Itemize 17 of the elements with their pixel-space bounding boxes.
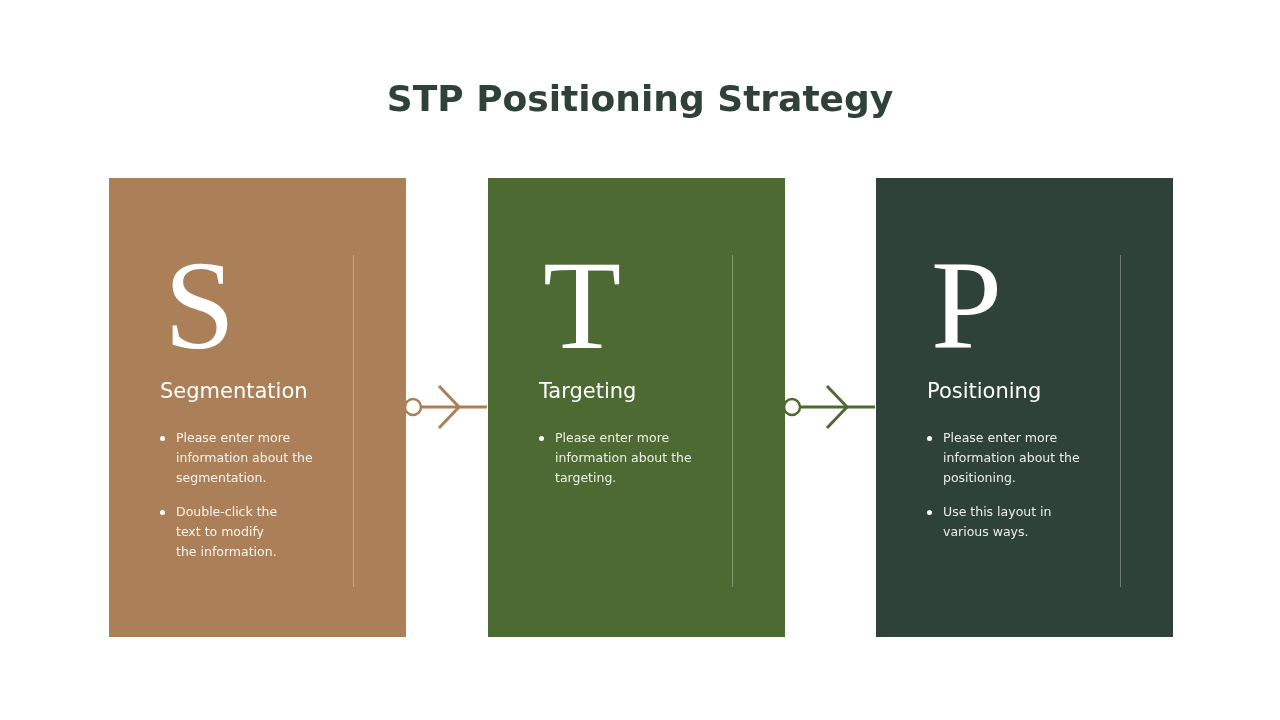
bullet-text: Double-click the text to modify the information. — [176, 503, 279, 561]
stage-heading: Positioning — [927, 378, 1042, 405]
stage-card — [876, 178, 1173, 637]
stage-letter: T — [543, 240, 622, 370]
bullet-text: Please enter more information about the positioning. — [943, 429, 1081, 487]
bullet-text: Use this layout in various ways. — [943, 503, 1053, 541]
arrow — [782, 384, 875, 430]
stage-card — [488, 178, 785, 637]
stage-letter: S — [164, 240, 236, 370]
bullet-text: Please enter more information about the segmentation. — [176, 429, 314, 487]
stage-heading: Segmentation — [160, 378, 308, 405]
stage-card — [109, 178, 406, 637]
stage-heading: Targeting — [539, 378, 637, 405]
stage-letter: P — [931, 240, 1003, 370]
bullet-text: Please enter more information about the targeting. — [555, 429, 693, 487]
title: STP Positioning Strategy — [386, 77, 894, 121]
arrow — [403, 384, 487, 430]
